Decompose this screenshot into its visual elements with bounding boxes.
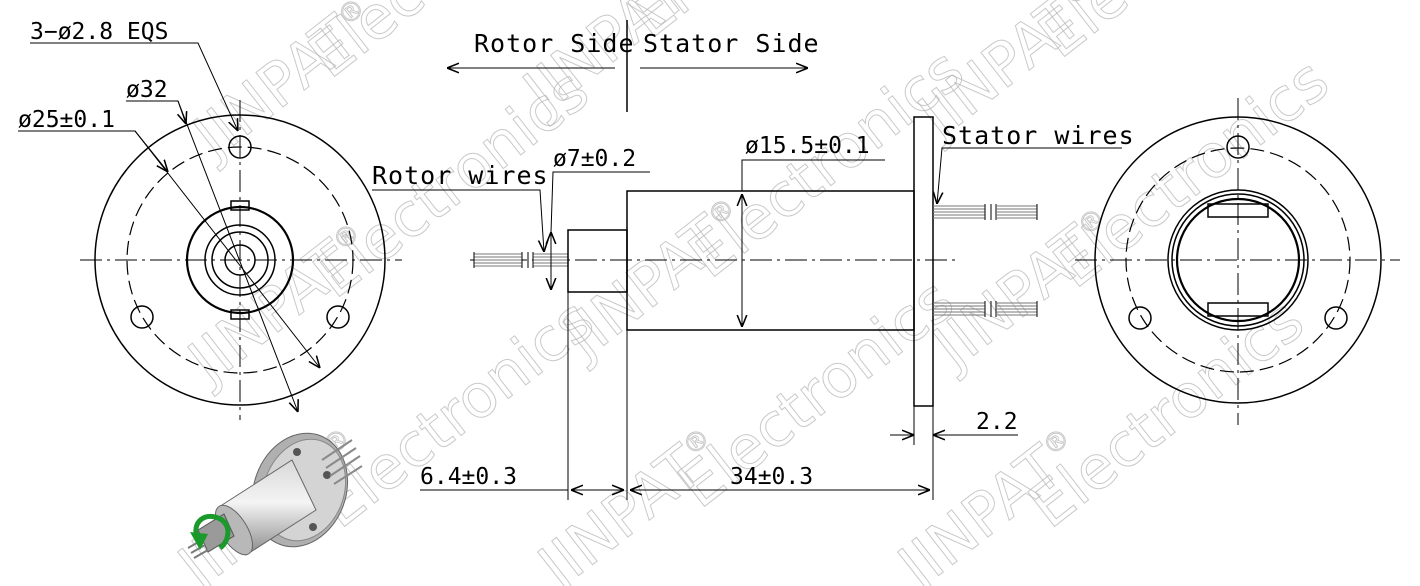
side-view: ø15.5±0.1 ø7±0.2 Rotor wires Stator wire…: [372, 116, 1135, 500]
flange-outline: [94, 114, 386, 406]
holes-leader: [30, 42, 238, 131]
mounting-hole: [130, 305, 154, 329]
stator-end-view: [1075, 98, 1400, 425]
body-diameter-callout: ø15.5±0.1: [745, 133, 870, 159]
rotor-end-view: 3−ø2.8 EQS ø32 ø25±0.1: [18, 19, 402, 420]
rotation-arrow-icon: [193, 513, 231, 550]
wire-slot-bottom: [1207, 302, 1269, 317]
wire-slot-top: [1207, 203, 1269, 218]
outer-diameter-callout: ø32: [126, 77, 168, 103]
shaft-outer: [204, 224, 276, 296]
body-inner: [1175, 197, 1301, 323]
side-header: Rotor Side Stator Side: [447, 20, 820, 112]
watermark-word: Electronics: [1016, 285, 1317, 541]
stator-wires-leader: [937, 147, 1122, 204]
bolt-circle-callout: ø25±0.1: [18, 107, 115, 133]
stator-wire-bundle-upper: [933, 204, 1038, 220]
body-diameter-leader: [741, 159, 885, 191]
shaft-length-callout: 6.4±0.3: [420, 464, 517, 490]
rotor-wires-leader: [372, 189, 544, 252]
mounting-hole: [228, 135, 252, 159]
stator-wire-bundle-lower: [933, 301, 1038, 317]
bolt-circle-arrow: [134, 130, 168, 172]
body-outline: [185, 205, 295, 315]
mounting-hole: [1226, 135, 1250, 159]
watermark-word: Electronics: [1041, 45, 1342, 301]
shaft-diameter-leader: [550, 171, 650, 233]
rotor-wires-callout: Rotor wires: [372, 161, 549, 190]
mounting-hole: [1128, 306, 1152, 330]
flange-thickness-callout: 2.2: [976, 409, 1018, 435]
shaft-ring: [211, 231, 269, 289]
watermark-word: Electronics: [666, 265, 967, 521]
stator-side-label: Stator Side: [643, 29, 820, 58]
watermark-word: Electronics: [676, 35, 977, 291]
outer-diameter-arrow: [178, 100, 186, 124]
bolt-circle: [1125, 147, 1351, 373]
mounting-hole: [326, 305, 350, 329]
body-ring: [1171, 193, 1305, 327]
holes-callout: 3−ø2.8 EQS: [30, 19, 168, 45]
rotor-side-label: Rotor Side: [474, 29, 635, 58]
flange-outline: [1094, 116, 1382, 404]
key-notch-bottom: [230, 309, 250, 320]
bolt-circle: [126, 146, 354, 374]
product-3d-illustration: [187, 432, 363, 559]
body-outer: [1167, 189, 1309, 331]
shaft-diameter-callout: ø7±0.2: [553, 146, 636, 172]
stator-wires-callout: Stator wires: [942, 121, 1135, 150]
rotor-wire-bundle: [473, 252, 568, 268]
shaft-bore: [224, 244, 256, 276]
key-notch-top: [230, 200, 250, 211]
mounting-hole: [1324, 306, 1348, 330]
body-length-callout: 34±0.3: [730, 464, 813, 490]
flange: [913, 116, 934, 407]
watermark-word: Electronics: [306, 285, 607, 541]
